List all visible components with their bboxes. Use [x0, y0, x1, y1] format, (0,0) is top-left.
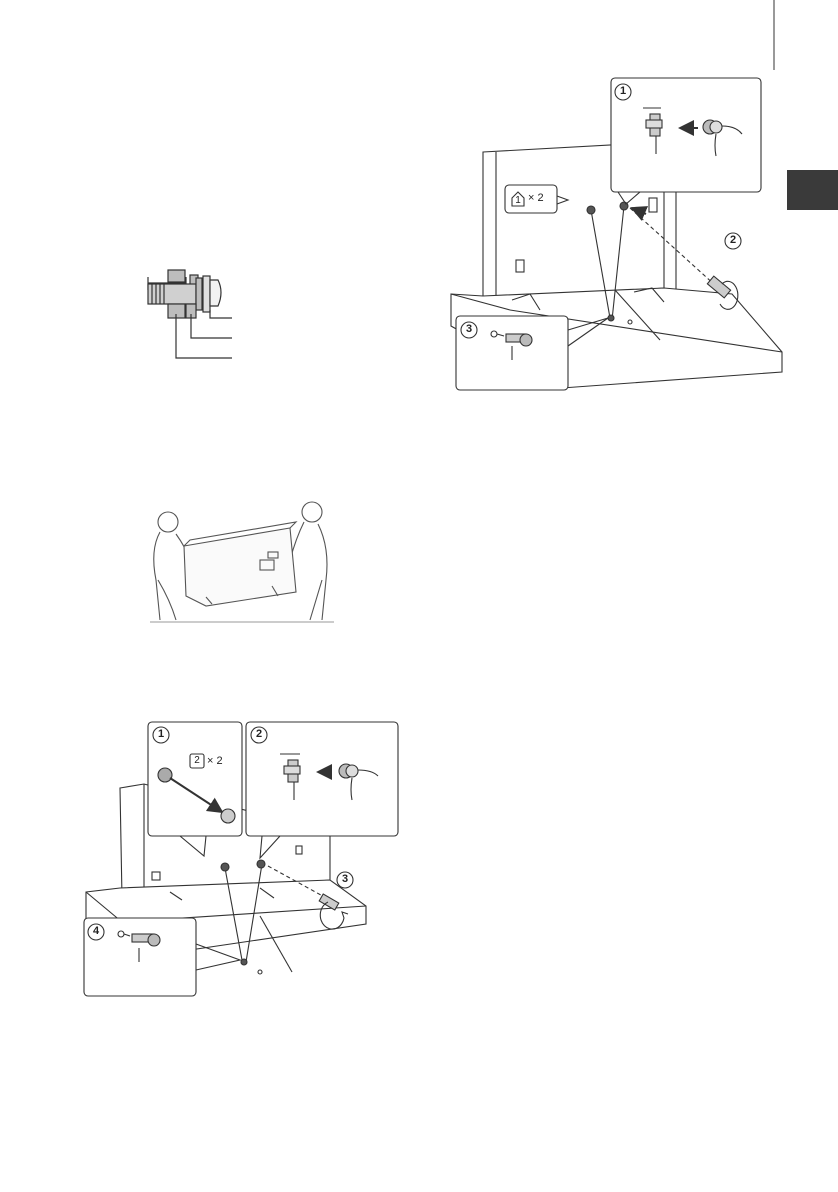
lower-part-label: 2: [190, 755, 204, 766]
upper-step-3-badge: 3: [461, 323, 477, 335]
upper-step-2-badge: 2: [725, 234, 741, 246]
lower-step-2-badge: 2: [251, 728, 267, 740]
upper-step-1-badge: 1: [615, 85, 631, 97]
lower-step-4-badge: 4: [88, 925, 104, 937]
lower-part-quantity: × 2: [207, 755, 223, 767]
upper-part-label: 1: [512, 195, 524, 206]
lower-step-3-badge: 3: [337, 873, 353, 885]
two-people-carrying-tv-icon: [150, 502, 334, 622]
screw-cross-section-icon: [148, 270, 232, 358]
lower-step-1-badge: 1: [153, 728, 169, 740]
lower-stand-diagram: [84, 722, 398, 996]
upper-part-quantity: × 2: [528, 192, 544, 204]
